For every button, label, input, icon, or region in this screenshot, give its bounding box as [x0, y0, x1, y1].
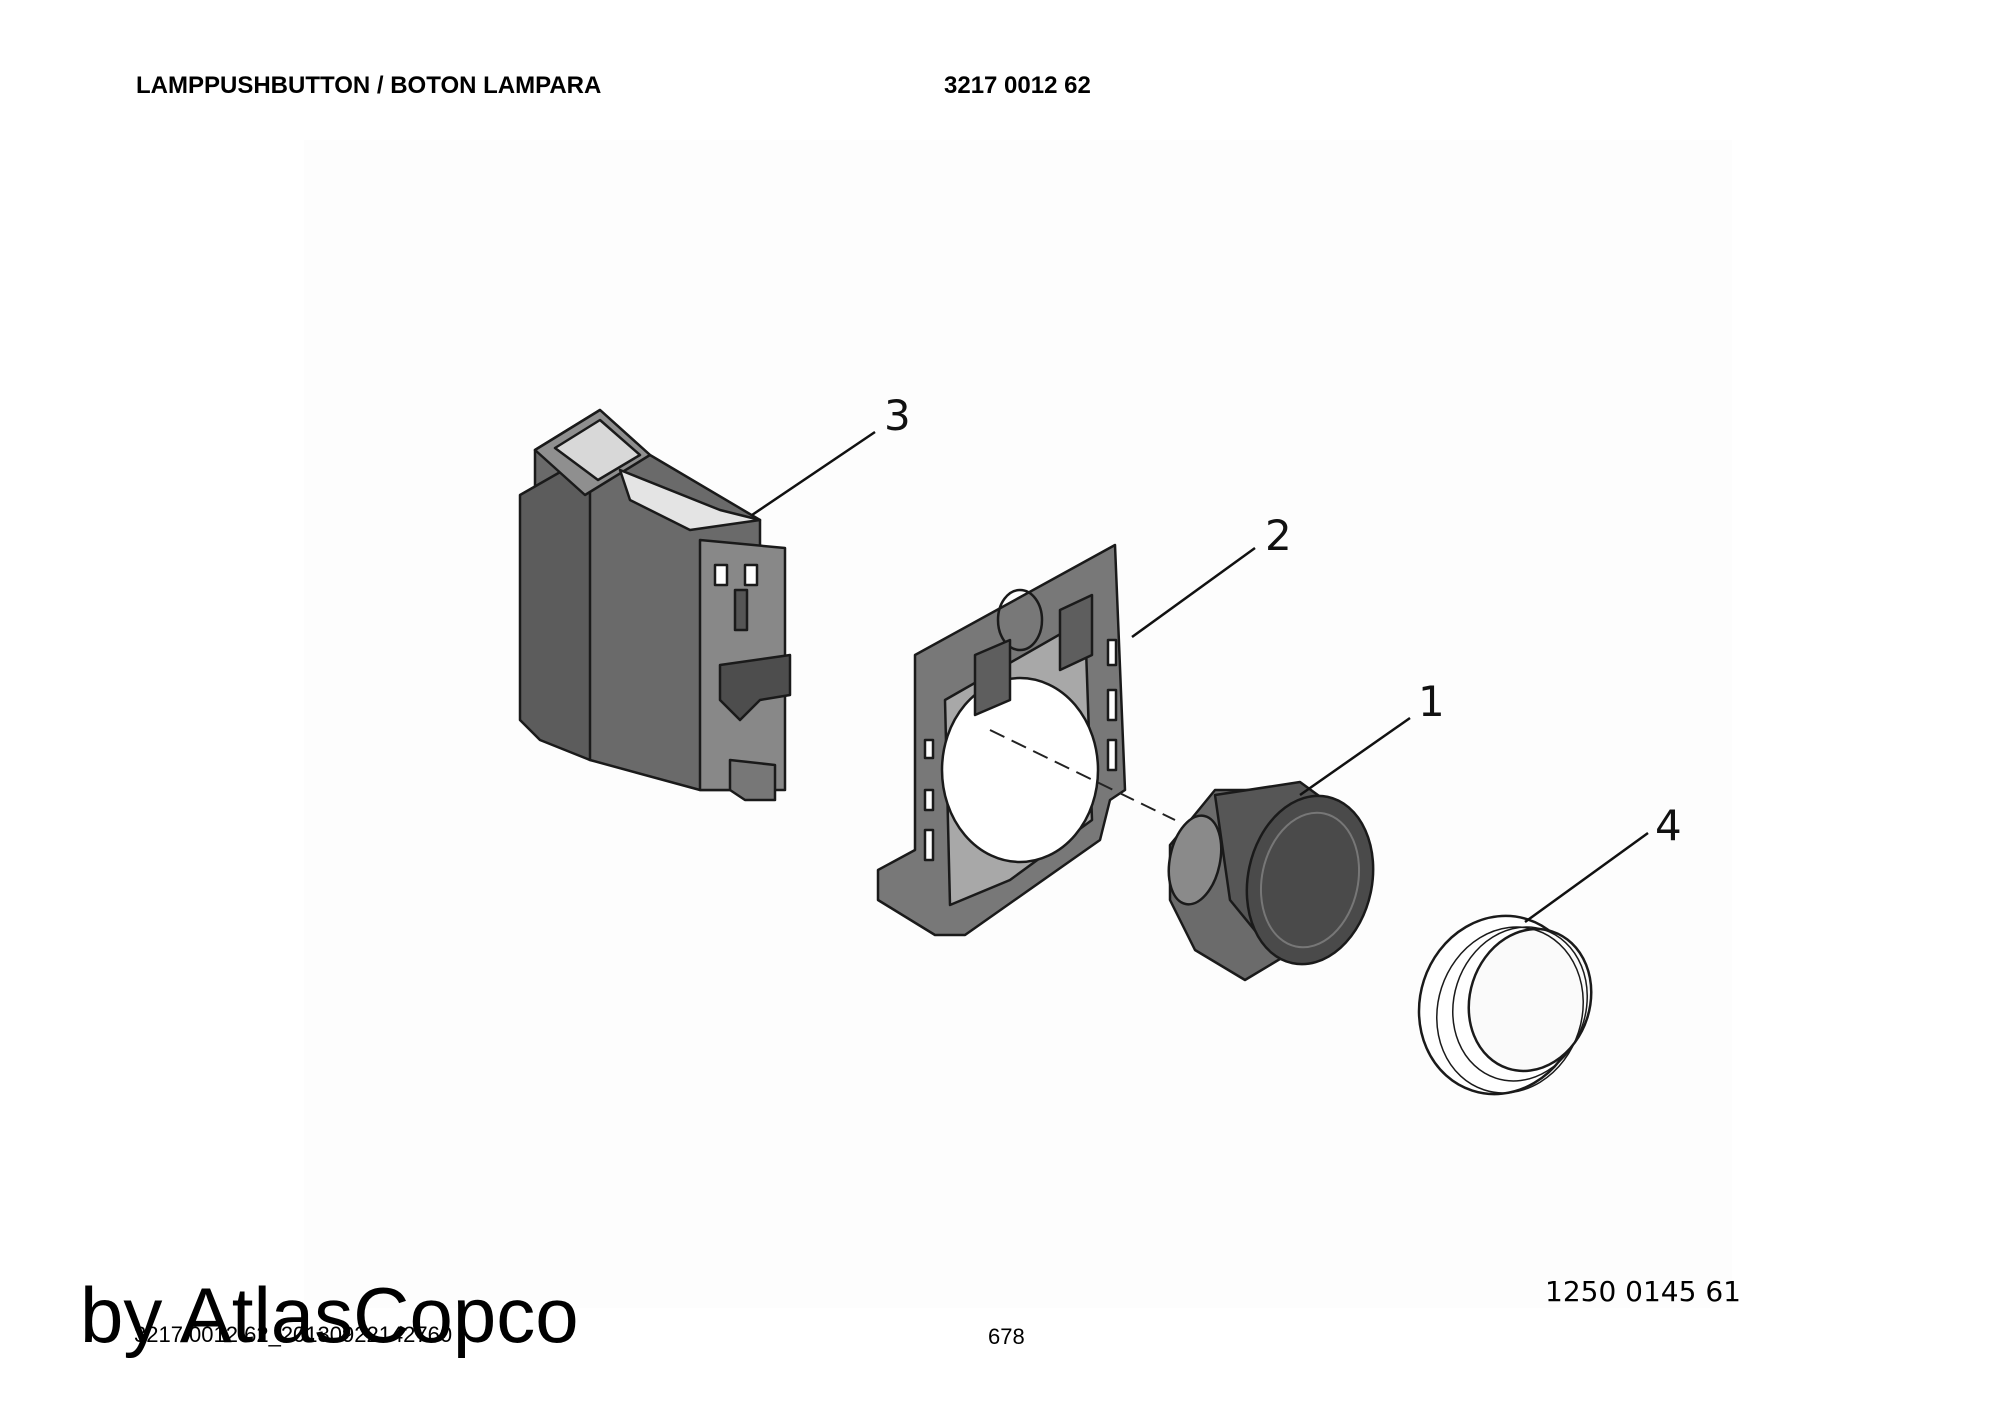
page-title: LAMPPUSHBUTTON / BOTON LAMPARA: [136, 72, 602, 99]
callout-1: 1: [1418, 677, 1445, 726]
lamp-head-part: [1167, 780, 1375, 982]
leader-lines: [751, 430, 1649, 924]
callout-2: 2: [1265, 511, 1292, 560]
callout-4: 4: [1655, 801, 1682, 850]
part-number: 3217 0012 62: [944, 72, 1091, 99]
axis-line: [989, 729, 1176, 821]
contact-block-part: [518, 408, 792, 802]
lens-part: [1417, 914, 1593, 1096]
fixing-collar-part: [876, 543, 1127, 937]
drawing-number: 1250 0145 61: [1545, 1275, 1741, 1308]
page-number: 678: [988, 1324, 1025, 1349]
watermark: by AtlasCopco: [80, 1271, 579, 1359]
file-id: 3217 0012 62_20130922142760: [134, 1322, 453, 1347]
callout-3: 3: [884, 391, 911, 440]
